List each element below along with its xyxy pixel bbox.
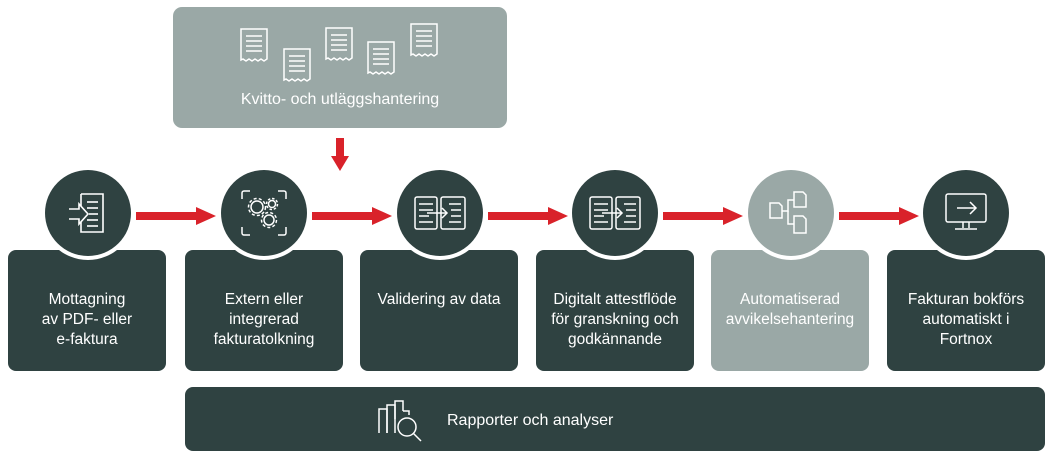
reports-analytics-label: Rapporter och analyser (447, 412, 614, 429)
flow-arrow-icon (136, 207, 216, 225)
step-label-line: integrerad (229, 311, 299, 328)
step-label-line: Digitalt attestflöde (553, 291, 677, 308)
step-label-line: godkännande (568, 331, 662, 348)
receipts-expenses-box: Kvitto- och utläggshantering (173, 7, 507, 128)
flow-arrow-icon (312, 207, 392, 225)
document-transfer-icon (414, 196, 466, 230)
flow-arrow-icon (488, 207, 568, 225)
step-box-invoice-interpretation: Extern eller integrerad fakturatolkning (185, 250, 343, 371)
flow-arrow-icon (663, 207, 743, 225)
step-box-data-validation: Validering av data (360, 250, 518, 371)
document-transfer-icon (589, 196, 641, 230)
step-box-receive-invoice: Mottagning av PDF- eller e-faktura (8, 250, 166, 371)
gears-scan-icon (241, 190, 287, 236)
step-label-line: Fakturan bokförs (907, 291, 1025, 308)
receipt-icon (240, 28, 268, 62)
step-box-fortnox-booking: Fakturan bokförs automatiskt i Fortnox (887, 250, 1045, 371)
document-import-icon (69, 193, 104, 233)
reports-analytics-content: Rapporter och analyser (375, 399, 613, 443)
receipt-icon (325, 27, 353, 61)
receipt-icon (283, 48, 311, 82)
step-circle-fortnox (923, 170, 1009, 256)
step-label-line: för granskning och (551, 311, 679, 328)
step-label-line: Automatiserad (740, 291, 840, 308)
step-label-line: avvikelsehantering (725, 311, 855, 328)
step-label: Validering av data (378, 290, 501, 310)
step-label-line: av PDF- eller (41, 311, 133, 328)
step-label-line: Validering av data (377, 291, 501, 308)
step-circle-receive (45, 170, 131, 256)
receipts-expenses-label: Kvitto- och utläggshantering (240, 91, 440, 108)
step-label-line: Mottagning (48, 291, 126, 308)
step-label: Automatiserad avvikelsehantering (726, 290, 854, 330)
step-circle-approval (572, 170, 658, 256)
step-label-line: fakturatolkning (213, 331, 315, 348)
monitor-arrow-icon (945, 193, 987, 230)
down-arrow-icon (331, 138, 349, 171)
step-label: Extern eller integrerad fakturatolkning (214, 290, 315, 350)
step-label: Digitalt attestflöde för granskning och go… (551, 290, 679, 350)
step-box-approval-flow: Digitalt attestflöde för granskning och go… (536, 250, 694, 371)
step-label-line: automatiskt i (922, 311, 1010, 328)
document-tree-icon (769, 191, 807, 234)
step-label: Mottagning av PDF- eller e-faktura (42, 290, 132, 350)
step-box-deviation-handling: Automatiserad avvikelsehantering (711, 250, 869, 371)
receipt-icon (367, 41, 395, 75)
step-circle-interpretation (221, 170, 307, 256)
reports-analytics-bar: Rapporter och analyser (185, 387, 1045, 451)
step-circle-deviation (748, 170, 834, 256)
flow-arrow-icon (839, 207, 919, 225)
step-label-line: Extern eller (224, 291, 304, 308)
step-label-line: e-faktura (56, 331, 118, 348)
step-label: Fakturan bokförs automatiskt i Fortnox (908, 290, 1024, 350)
step-label-line: Fortnox (939, 331, 993, 348)
chart-search-icon (378, 400, 422, 442)
receipt-icon (410, 23, 438, 57)
step-circle-validation (397, 170, 483, 256)
